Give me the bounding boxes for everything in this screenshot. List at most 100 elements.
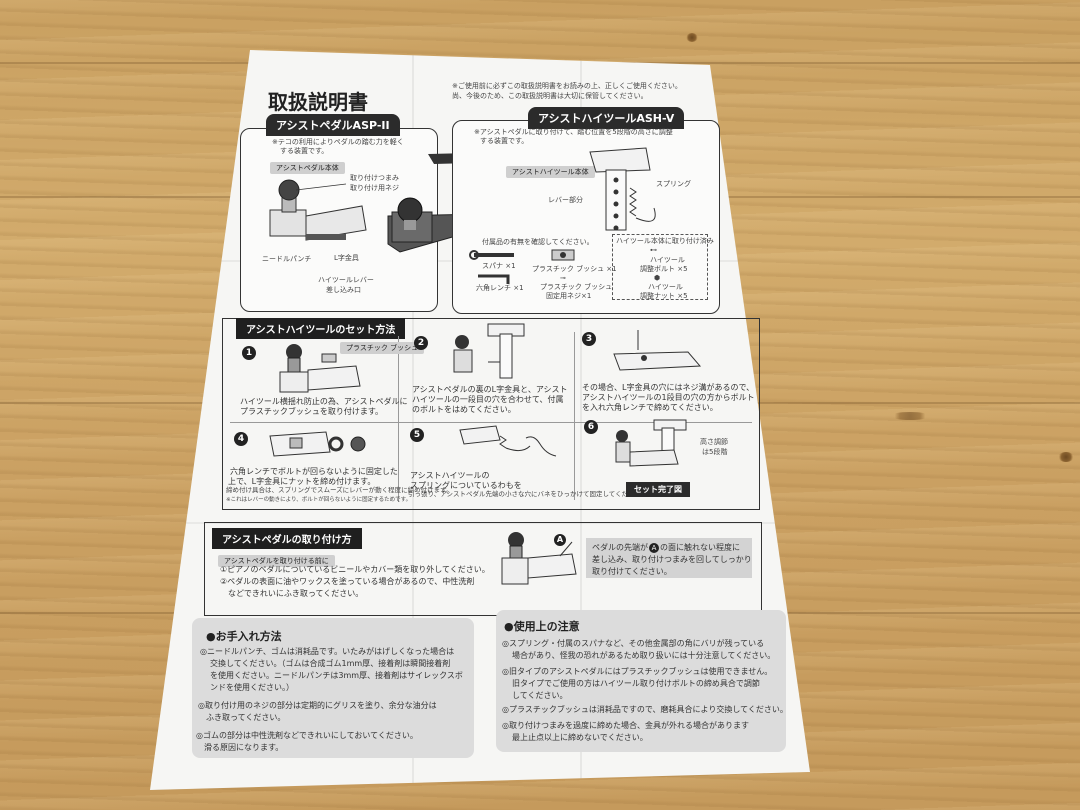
acc-bolt-label-2: 調整ボルト ×5 <box>640 265 688 273</box>
step-6-text-2: は5段階 <box>702 448 728 456</box>
ash-desc-1: ※アシストペダルに取り付けて、踏む位置を5段階の高さに調整 <box>474 128 673 136</box>
step-divider <box>398 336 399 502</box>
bolt-icon: ⊷ <box>650 246 657 254</box>
step-4-number: 4 <box>234 432 248 446</box>
caution-p4-1: ◎取り付けつまみを過度に締めた場合、金具が外れる場合があります <box>502 721 749 730</box>
caution-p1-2: 場合があり、怪我の恐れがあるため取り扱いには十分注意してください。 <box>512 651 776 660</box>
fold-line <box>150 522 810 524</box>
step-divider <box>574 332 575 500</box>
care-heading: ●お手入れ方法 <box>206 630 282 643</box>
ash-label-lever: レバー部分 <box>548 196 583 204</box>
mount-item-1: ①ピアノのペダルについているビニールやカバー類を取り外してください。 <box>220 565 490 574</box>
care-panel <box>192 618 474 758</box>
acc-hex-label: 六角レンチ ×1 <box>476 284 524 292</box>
care-p3-1: ◎ゴムの部分は中性洗剤などできれいにしておいてください。 <box>196 731 418 740</box>
caution-p4-2: 最上止点以上に締めないでください。 <box>512 733 648 742</box>
wood-knot <box>686 33 698 42</box>
step-3-text-3: を入れ六角レンチで締めてください。 <box>582 403 718 412</box>
acc-box-title: ハイツール本体に取り付け済み <box>616 237 714 245</box>
caution-p1-1: ◎スプリング・付属のスパナなど、その他金属部の角にバリが残っている <box>502 639 765 648</box>
spanner-icon <box>469 250 514 260</box>
ash-accessories-title: 付属品の有無を確認してください。 <box>482 238 594 246</box>
asp-label-knob: 取り付けつまみ <box>350 174 399 182</box>
ash-body-label: アシストハイツール本体 <box>506 166 595 178</box>
step-5-text-3: 引っ張り、アシストペダル先端の小さな穴にバネをひっかけて固定してください。 <box>408 490 648 498</box>
mount-item-2-1: ②ペダルの表面に油やワックスを塗っている場合があるので、中性洗剤 <box>220 577 475 586</box>
step-3-text-1: その場合、L字金具の穴にはネジ溝があるので、 <box>582 383 755 392</box>
step-1-text-1: ハイツール横揺れ防止の為、アシストペダルに <box>240 397 408 406</box>
care-p2-1: ◎取り付け用のネジの部分は定期的にグリスを塗り、余分な油分は <box>198 701 437 710</box>
step-4-illustration <box>269 431 366 457</box>
mount-right-1-text: ペダルの先端が <box>592 543 648 552</box>
step-1-number: 1 <box>242 346 256 360</box>
asp-label-lbracket: L字金具 <box>334 254 359 262</box>
step-3-text-2: アシストハイツールの1段目の穴の方からボルト <box>582 393 755 402</box>
step-5-text-2: スプリングについているわもを <box>410 481 522 490</box>
asp-pedal-illustration <box>269 179 367 241</box>
step-2-number: 2 <box>414 336 428 350</box>
step-5-text-1: アシストハイツールの <box>410 471 490 480</box>
fold-line <box>580 50 582 790</box>
care-p1-3: を使用ください。ニードルパンチは3mm厚、接着剤はサイレックスボ <box>210 671 463 680</box>
hex-wrench-icon <box>478 274 510 284</box>
care-p2-2: ふき取ってください。 <box>206 713 286 722</box>
setup-heading: アシストハイツールのセット方法 <box>236 318 406 339</box>
wood-knot <box>890 412 930 420</box>
asp-desc-2: する装置です。 <box>280 147 329 155</box>
plastic-bush-icon <box>551 249 575 261</box>
mount-instruction-panel <box>586 538 752 578</box>
asp-body-label: アシストペダル本体 <box>270 162 345 174</box>
setup-complete-label: セット完了図 <box>626 482 690 497</box>
mount-right-2: 差し込み、取り付けつまみを回してしっかり <box>592 555 752 564</box>
mount-before-label: アシストペダルを取り付ける前に <box>218 555 335 567</box>
step-1-text-2: プラスチックブッシュを取り付けます。 <box>240 407 384 416</box>
care-p1-1: ◎ニードルパンチ、ゴムは消耗品です。いたみがはげしくなった場合は <box>200 647 455 656</box>
ash-desc-2: する装置です。 <box>480 137 529 145</box>
caution-panel <box>496 610 786 752</box>
asp-heading: アシストペダルASP-II <box>266 114 400 136</box>
step-5-illustration <box>459 425 557 457</box>
acc-bush-label: プラスチック ブッシュ ×1 <box>532 265 617 273</box>
step-2-text-3: のボルトをはめてください。 <box>412 405 516 414</box>
ash-hightool-illustration <box>589 147 656 231</box>
care-p3-2: 滑る原因になります。 <box>204 743 284 752</box>
caution-p2-3: してください。 <box>512 691 568 700</box>
acc-bolt-label-1: ハイツール <box>650 256 685 264</box>
step-4-text-2: 上で、L字金具にナットを締め付けます。 <box>228 477 376 486</box>
step-4-footnote: ※これはレバーの動きにより、ボルトが回らないように固定するためです。 <box>226 497 412 503</box>
preinstalled-parts-box <box>612 234 708 300</box>
step-1-tag: プラスチック ブッシュ <box>340 342 425 354</box>
acc-bush-screw-label-2: 固定用ネジ×1 <box>546 292 592 300</box>
ash-label-spring: スプリング <box>656 180 691 188</box>
step-3-number: 3 <box>582 332 596 346</box>
step-4-text-3: 締め付け具合は、スプリングでスムーズにレバーが動く程度に締め付けます。 <box>226 486 453 494</box>
acc-bush-screw-label-1: プラスチック ブッシュ <box>540 283 613 291</box>
top-note-2: 尚、今後のため、この取扱説明書は大切に保管してください。 <box>452 92 648 100</box>
top-note-1: ※ご使用前に必ずこの取扱説明書をお読みの上、正しくご使用ください。 <box>452 82 682 90</box>
fold-line <box>412 50 414 790</box>
acc-spanner-label: スパナ ×1 <box>482 262 516 270</box>
caution-p3: ◎プラスチックブッシュは消耗品ですので、磨耗具合により交換してください。 <box>502 705 788 714</box>
asp-desc-1: ※テコの利用によりペダルの踏む力を軽く <box>272 138 404 146</box>
step-2-text-1: アシストペダルの裏のL字金具と、アシスト <box>412 385 568 394</box>
caution-heading: ●使用上の注意 <box>504 620 580 633</box>
asp-label-rubber: ニードルパンチ <box>262 255 312 263</box>
caution-p2-1: ◎旧タイプのアシストペダルにはプラスチックブッシュは使用できません。 <box>502 667 773 676</box>
mount-right-1b-text: の面に触れない程度に <box>660 543 740 552</box>
nut-icon: ⬢ <box>654 274 661 282</box>
step-4-text-1: 六角レンチでボルトが回らないように固定した <box>230 467 398 476</box>
setup-section <box>222 318 760 510</box>
step-5-number: 5 <box>410 428 424 442</box>
bush-screw-icon: ⊸ <box>560 274 566 282</box>
step-divider <box>230 422 752 423</box>
care-p1-4: ンドを使用ください。） <box>210 683 294 692</box>
step-6-illustration <box>615 419 687 467</box>
mount-inline-marker: A <box>649 543 659 553</box>
asp-label-lever-1: ハイツールレバー <box>318 276 374 284</box>
step-2-text-2: ハイツールの一段目の穴を合わせて、付属 <box>412 395 564 404</box>
ash-section <box>452 120 720 314</box>
step-3-illustration <box>613 330 702 371</box>
step-6-text-1: 高さ調節 <box>700 438 728 446</box>
step-1-illustration <box>279 344 361 393</box>
